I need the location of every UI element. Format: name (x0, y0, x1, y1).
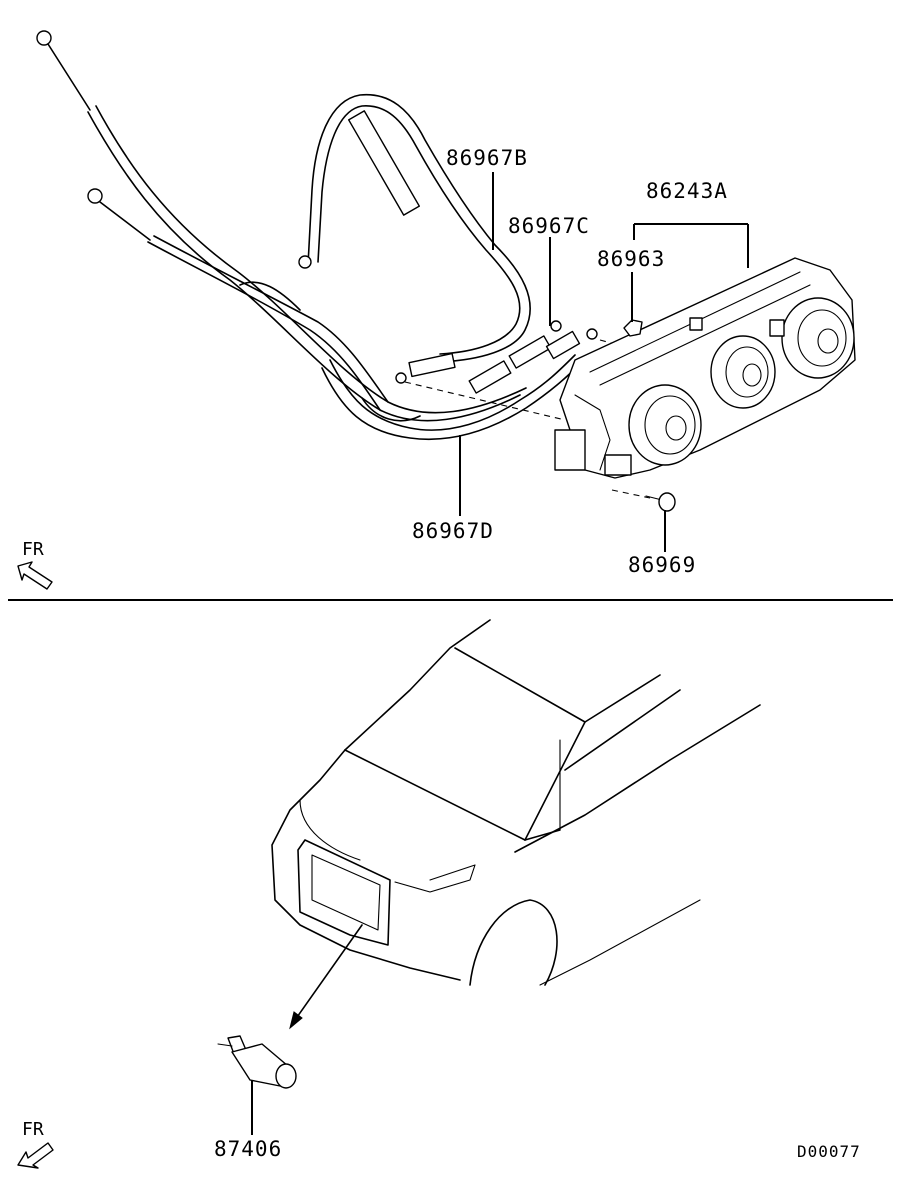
front-arrow-icon (17, 561, 53, 590)
sensor-part (217, 1035, 297, 1089)
diagram-code: D00077 (797, 1142, 861, 1161)
fr-label-upper: FR (22, 539, 44, 560)
fr-label-lower: FR (22, 1119, 44, 1140)
label-86967d: 86967D (412, 519, 494, 543)
label-86969: 86969 (628, 553, 696, 577)
location-arrow (294, 924, 363, 1021)
vehicle-front-outline (271, 619, 761, 986)
screw-part (645, 492, 676, 512)
label-86243a: 86243A (646, 179, 728, 203)
front-arrow-lower-icon (17, 1142, 54, 1169)
left-knob (628, 384, 702, 466)
climate-control-panel (554, 257, 856, 479)
right-knob (781, 297, 855, 379)
label-86967c: 86967C (508, 214, 590, 238)
leader-86243a (633, 223, 749, 268)
arrowhead-icon (289, 1011, 303, 1030)
center-knob (710, 335, 776, 409)
clip-part (623, 319, 643, 337)
label-87406: 87406 (214, 1137, 282, 1161)
label-86967b: 86967B (446, 146, 528, 170)
cable-assembly (36, 30, 651, 499)
label-86963: 86963 (597, 247, 665, 271)
